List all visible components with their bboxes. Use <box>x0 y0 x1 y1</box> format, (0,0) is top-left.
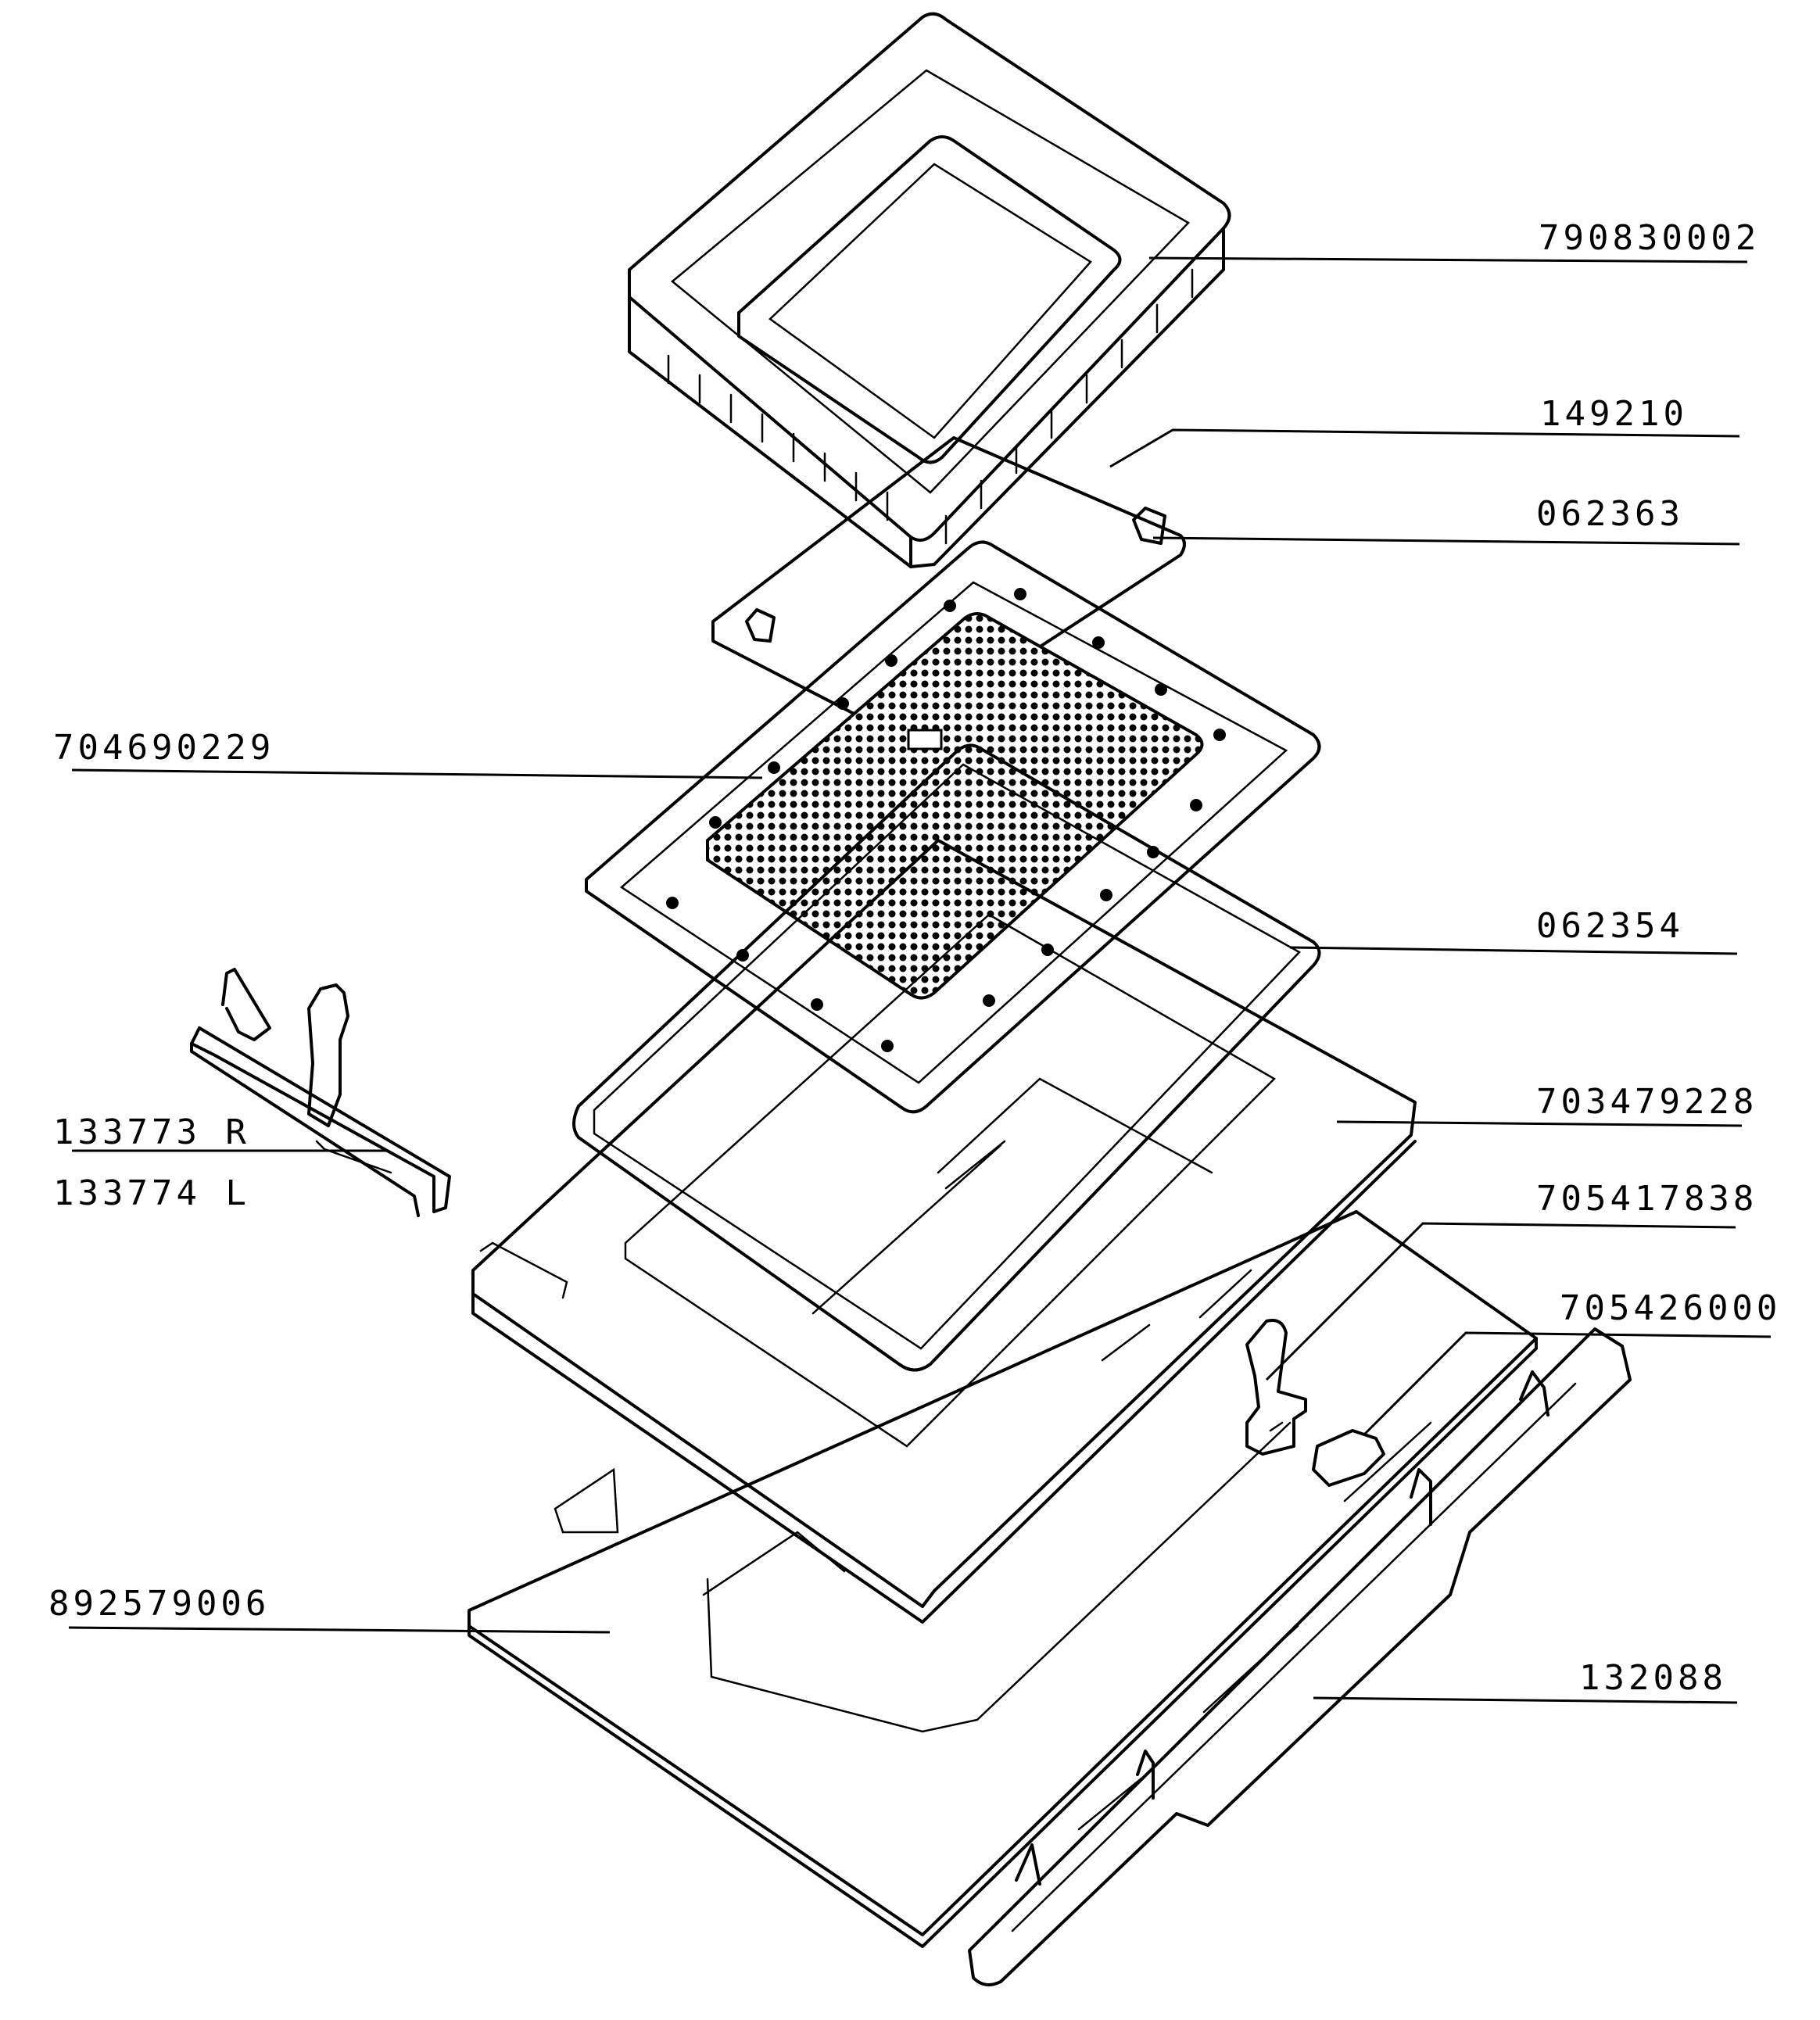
part-number-062354: 062354 <box>1536 906 1684 946</box>
leader-132088 <box>1313 1696 1738 1704</box>
leader-703479228 <box>1336 1120 1743 1127</box>
part-number-062363: 062363 <box>1536 494 1684 534</box>
leader-790830002 <box>1148 256 1748 263</box>
part-705426000-bracket <box>1312 1429 1385 1487</box>
part-132088-bottom-strip <box>968 1327 1632 1986</box>
leader-062354 <box>1289 946 1738 955</box>
leader-062363 <box>1152 536 1740 546</box>
part-number-704690229: 704690229 <box>53 728 275 768</box>
part-790830002-top-tray <box>628 12 1231 568</box>
part-number-892579006: 892579006 <box>48 1584 270 1624</box>
part-number-132088: 132088 <box>1579 1658 1727 1698</box>
part-703479228-door-frame <box>471 839 1417 1624</box>
part-number-133774-l: 133774 L <box>53 1173 250 1213</box>
leader-149210 <box>1109 428 1740 468</box>
part-705417838-hinge <box>1245 1319 1307 1456</box>
leader-704690229 <box>71 768 763 779</box>
part-number-705417838: 705417838 <box>1536 1179 1758 1219</box>
leader-705417838 <box>1265 1222 1736 1381</box>
part-number-149210: 149210 <box>1540 394 1688 434</box>
part-number-133773-r: 133773 R <box>53 1112 250 1152</box>
leader-lines <box>68 256 1772 1704</box>
part-number-790830002: 790830002 <box>1539 218 1761 258</box>
part-133773-hinge-bracket <box>190 968 451 1217</box>
part-062354-gasket <box>572 743 1321 1372</box>
part-892579006-outer-panel <box>468 1210 1538 1948</box>
part-number-703479228: 703479228 <box>1536 1082 1758 1122</box>
leader-892579006 <box>68 1626 611 1634</box>
part-704690229-mesh-panel <box>585 540 1321 1114</box>
leader-705426000 <box>1363 1331 1772 1436</box>
part-number-705426000: 705426000 <box>1560 1288 1782 1328</box>
